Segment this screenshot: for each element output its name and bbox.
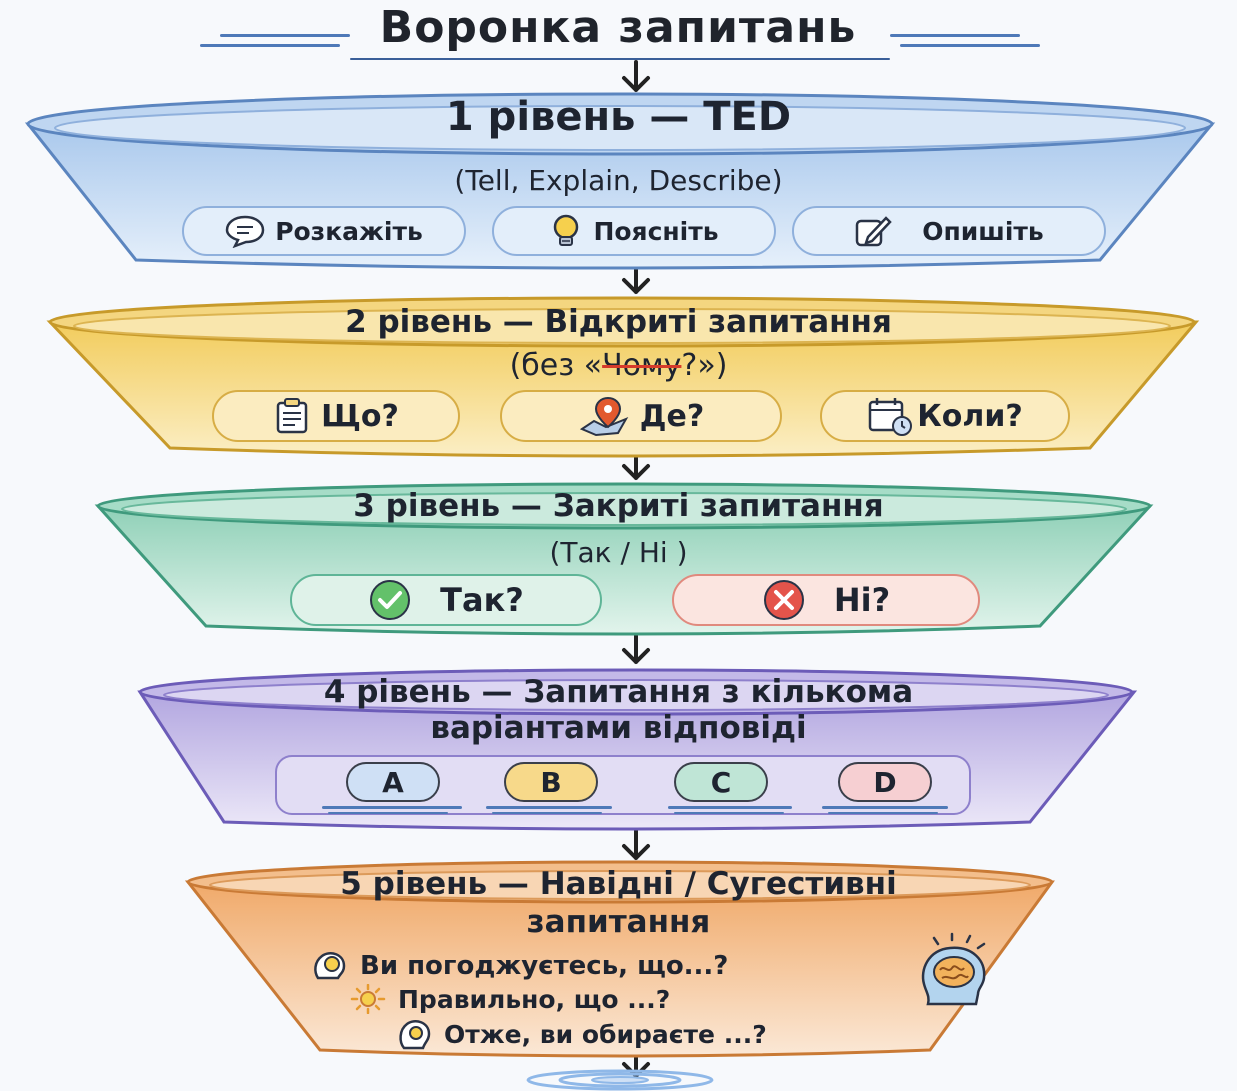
option-underline <box>668 806 792 809</box>
title-decoration-line <box>890 34 1020 37</box>
level-2-subtitle: (без «Чому?») <box>0 348 1237 383</box>
page-title: Воронка запитань <box>379 2 857 53</box>
item-tell: Розкажіть <box>182 206 466 256</box>
option-underline <box>822 806 948 809</box>
sun-icon <box>348 984 388 1014</box>
item-where: Де? <box>500 390 782 442</box>
level-3-subtitle: (Так / Ні ) <box>549 536 688 569</box>
level-4-heading-line-1: 4 рівень — Запитання з кількома <box>323 674 914 710</box>
calendar-clock-icon <box>867 395 913 437</box>
option-underline <box>322 806 462 809</box>
funnel-bowl-4 <box>137 668 1138 831</box>
ripple-icon <box>526 1069 714 1091</box>
level-4-heading-line-2: варіантами відповіді <box>430 710 807 746</box>
item-label: Де? <box>639 398 705 434</box>
item-yes: Так? <box>290 574 602 626</box>
option-underline <box>486 806 612 809</box>
level-1-heading: 1 рівень — TED <box>445 94 792 140</box>
option-underline <box>828 812 938 814</box>
title-decoration-line <box>200 44 340 47</box>
question-text: Ви погоджуєтесь, що...? <box>360 951 729 981</box>
question-text: Отже, ви обираєте ...? <box>444 1019 767 1049</box>
level-2-heading: 2 рівень — Відкриті запитання <box>345 304 892 340</box>
option-d: D <box>838 762 932 802</box>
title-decoration-line <box>900 44 1040 47</box>
clipboard-icon <box>273 397 311 435</box>
suggestive-question-2: Правильно, що ...? <box>348 984 670 1014</box>
option-c: C <box>674 762 768 802</box>
item-label: Ні? <box>833 581 891 619</box>
item-explain: Поясніть <box>492 206 776 256</box>
level-5-heading-line-1: 5 рівень — Навідні / Сугестивні <box>340 866 897 902</box>
item-what: Що? <box>212 390 460 442</box>
item-label: Так? <box>440 581 524 619</box>
lightbulb-icon <box>549 212 583 250</box>
level-1-subtitle: (Tell, Explain, Describe) <box>454 164 783 197</box>
down-arrow-icon <box>616 828 656 862</box>
item-label: Опишіть <box>922 216 1044 246</box>
option-b: B <box>504 762 598 802</box>
brain-head-icon <box>912 930 998 1010</box>
question-text: Правильно, що ...? <box>398 984 671 1014</box>
funnel-level-2: 2 рівень — Відкриті запитання (без «Чому… <box>0 290 1237 458</box>
title-area: Воронка запитань <box>0 0 1237 62</box>
item-when: Коли? <box>820 390 1070 442</box>
item-label: Розкажіть <box>275 216 423 246</box>
map-pin-icon <box>578 395 630 437</box>
lightbulb-head-icon <box>310 948 350 984</box>
down-arrow-icon <box>616 60 656 94</box>
funnel-level-3: 3 рівень — Закриті запитання (Так / Ні )… <box>0 476 1237 638</box>
option-underline <box>674 812 784 814</box>
suggestive-question-3: Отже, ви обираєте ...? <box>396 1016 767 1052</box>
check-circle-icon <box>368 578 412 622</box>
subtitle-struck-word: Чому <box>602 348 682 383</box>
thinking-head-icon <box>396 1016 434 1052</box>
subtitle-prefix: (без « <box>509 348 603 383</box>
suggestive-question-1: Ви погоджуєтесь, що...? <box>310 948 728 984</box>
level-5-heading-line-2: запитання <box>526 904 711 940</box>
item-no: Ні? <box>672 574 980 626</box>
funnel-level-5: 5 рівень — Навідні / Сугестивні запитанн… <box>0 856 1237 1058</box>
pencil-icon <box>854 213 893 249</box>
x-circle-icon <box>762 578 806 622</box>
subtitle-suffix: ?») <box>681 348 728 383</box>
title-decoration-line <box>220 34 350 37</box>
item-label: Що? <box>321 398 399 434</box>
funnel-level-1: 1 рівень — TED (Tell, Explain, Describe)… <box>0 88 1237 270</box>
option-underline <box>492 812 602 814</box>
title-underline <box>350 58 890 60</box>
item-describe: Опишіть <box>792 206 1106 256</box>
funnel-level-4: 4 рівень — Запитання з кількома варіанта… <box>0 664 1237 832</box>
speech-bubble-icon <box>225 214 265 248</box>
level-3-heading: 3 рівень — Закриті запитання <box>353 488 884 524</box>
item-label: Поясніть <box>593 216 719 246</box>
item-label: Коли? <box>917 398 1023 434</box>
down-arrow-icon <box>616 632 656 666</box>
option-a: A <box>346 762 440 802</box>
option-underline <box>328 812 448 814</box>
funnel-bowl-5 <box>184 860 1055 1058</box>
